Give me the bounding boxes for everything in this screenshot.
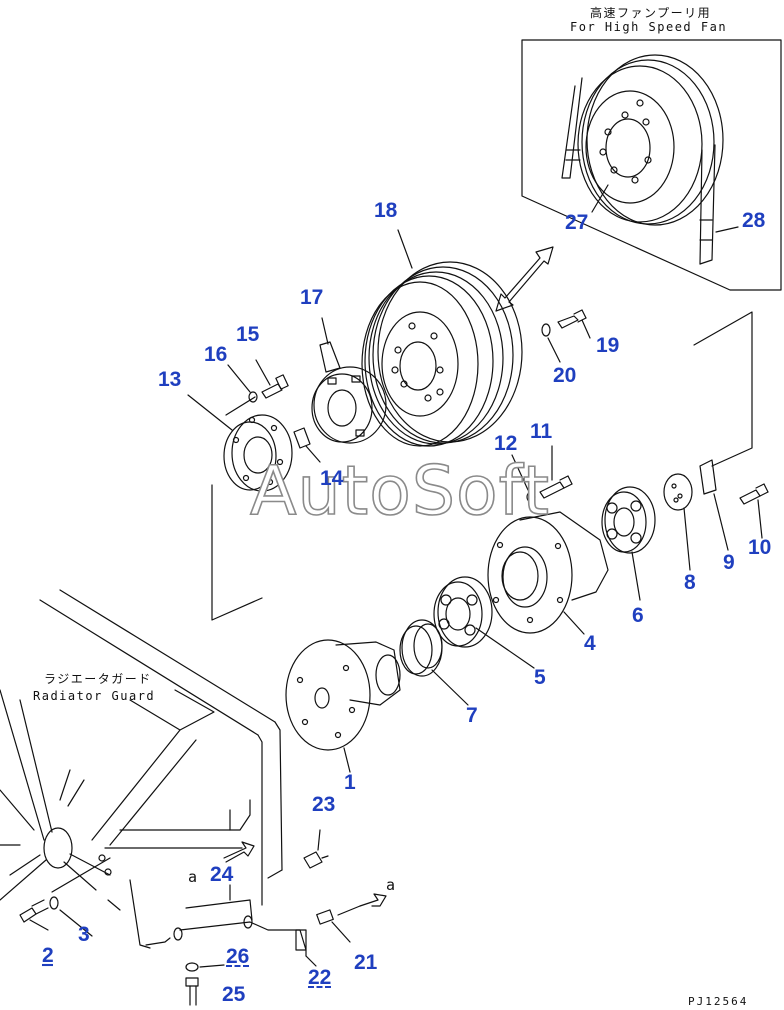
washer-12: [511, 454, 536, 503]
guide-line: [211, 484, 263, 621]
flange-13: [187, 394, 293, 492]
callout-22[interactable]: 22: [308, 966, 332, 989]
callout-18[interactable]: 18: [374, 199, 398, 222]
radiator-guard-label-en: Radiator Guard: [33, 689, 156, 703]
callout-4[interactable]: 4: [584, 632, 596, 655]
bolt-19: [557, 309, 591, 339]
callout-14[interactable]: 14: [320, 467, 344, 490]
callout-27[interactable]: 27: [565, 211, 589, 234]
arrow-marker-a: a: [386, 876, 397, 894]
hose-assembly: [129, 829, 387, 967]
bracket-17: [311, 317, 387, 444]
callout-11[interactable]: 11: [530, 420, 553, 443]
radiator-guard-label-jp: ラジエータガード: [44, 672, 152, 686]
bracket-9: [693, 311, 753, 551]
callout-3[interactable]: 3: [78, 923, 90, 946]
callout-5[interactable]: 5: [534, 666, 546, 689]
washer-20: [541, 323, 561, 363]
inset-title-en: For High Speed Fan: [570, 20, 728, 34]
inset-title-jp: 高速ファンプーリ用: [590, 6, 712, 20]
bolt-10: [739, 483, 769, 539]
radiator-guard: [0, 589, 283, 911]
callout-7[interactable]: 7: [466, 704, 478, 727]
callout-16[interactable]: 16: [204, 343, 228, 366]
bolt-11: [539, 445, 573, 499]
main-fan-pulley: [361, 229, 523, 447]
callout-12[interactable]: 12: [494, 432, 518, 455]
callout-26[interactable]: 26: [226, 945, 250, 968]
arrow-marker-a: a: [188, 868, 199, 886]
callout-9[interactable]: 9: [723, 551, 735, 574]
ring-7: [399, 619, 469, 706]
cap-8: [663, 473, 693, 571]
callout-15[interactable]: 15: [236, 323, 260, 346]
callout-19[interactable]: 19: [596, 334, 620, 357]
callout-6[interactable]: 6: [632, 604, 644, 627]
callout-8[interactable]: 8: [684, 571, 696, 594]
bolt-15: [255, 359, 289, 399]
callout-21[interactable]: 21: [354, 951, 378, 974]
bolt-25: [185, 977, 199, 1006]
spindle-1: [285, 639, 401, 773]
callout-23[interactable]: 23: [312, 793, 336, 816]
inset-frame: [521, 39, 782, 291]
callout-17[interactable]: 17: [300, 286, 324, 309]
watermark: AutoSoft: [249, 451, 551, 532]
double-arrow: [495, 246, 554, 312]
callout-24[interactable]: 24: [210, 863, 234, 886]
washer-26: [185, 962, 225, 972]
callout-10[interactable]: 10: [748, 536, 772, 559]
stud-14: [293, 427, 321, 463]
callout-25[interactable]: 25: [222, 983, 246, 1006]
callout-2[interactable]: 2: [42, 944, 54, 967]
washer-3: [49, 857, 111, 937]
callout-28[interactable]: 28: [742, 209, 766, 232]
callout-1[interactable]: 1: [344, 771, 356, 794]
bolt-2: [19, 899, 49, 931]
drawing-code: PJ12564: [688, 995, 749, 1008]
hub-4: [487, 511, 609, 635]
callout-20[interactable]: 20: [553, 364, 577, 387]
washer-16: [227, 364, 258, 403]
callout-13[interactable]: 13: [158, 368, 182, 391]
high-speed-fan-pulley: [561, 54, 739, 265]
bearing-6: [601, 486, 656, 601]
bearing-5: [433, 576, 535, 669]
